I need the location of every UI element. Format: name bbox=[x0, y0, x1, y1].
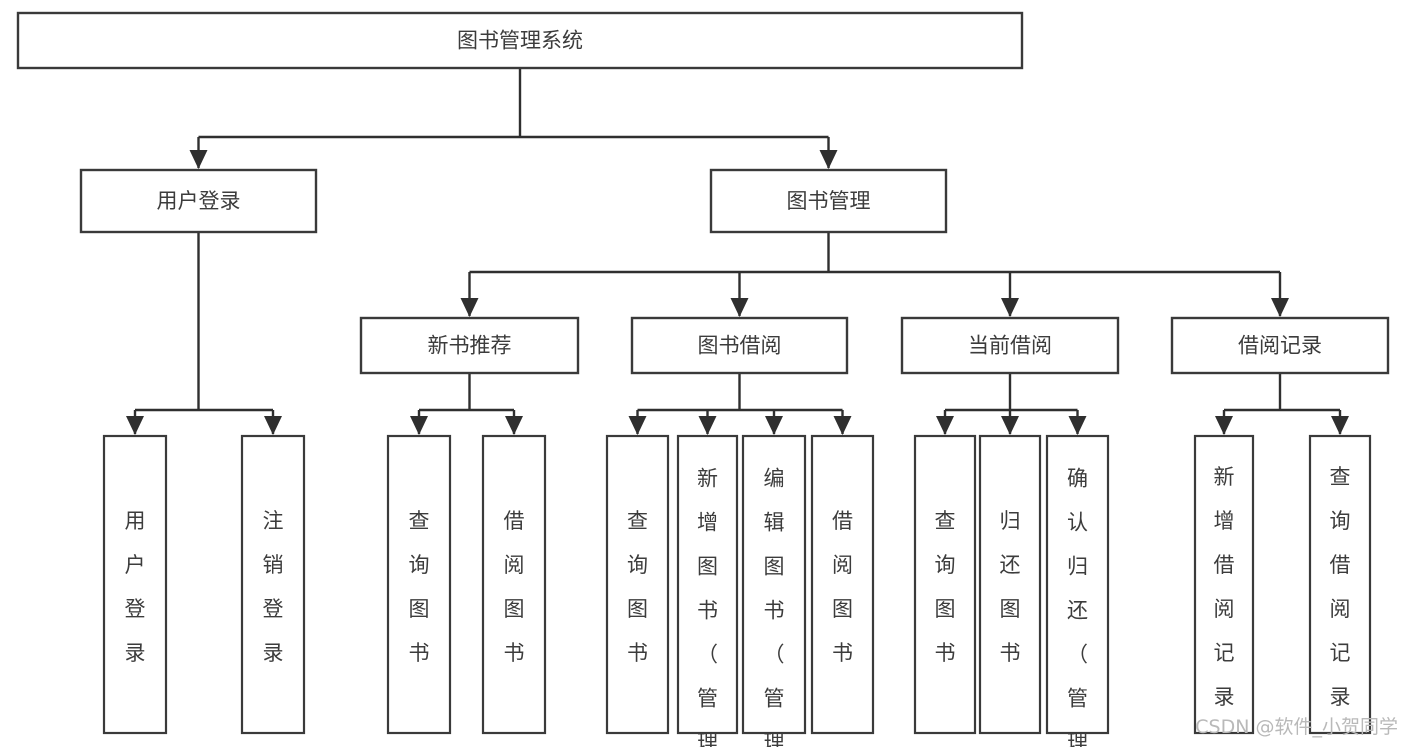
leaf-node-label: 查询借阅记录 bbox=[1330, 465, 1351, 709]
connector-arrow bbox=[460, 298, 479, 317]
connector-arrow bbox=[1001, 298, 1019, 317]
leaf-node-1[interactable]: 用户登录 bbox=[102, 434, 168, 735]
leaf-node-rect bbox=[676, 434, 739, 735]
level3-node-label: 当前借阅 bbox=[968, 334, 1052, 358]
leaf-node-label: 注销登录 bbox=[263, 509, 284, 665]
root-node-rect bbox=[16, 11, 1024, 70]
leaf-node-label: 归还图书 bbox=[1000, 509, 1021, 665]
connector-arrow bbox=[1001, 416, 1019, 435]
leaf-node-6[interactable]: 新增图书（管理员） bbox=[676, 434, 739, 747]
connector-arrow bbox=[1068, 416, 1087, 435]
level2-node-label: 图书管理 bbox=[787, 189, 871, 213]
leaf-node-rect bbox=[481, 434, 547, 735]
leaf-node-rect bbox=[741, 434, 807, 735]
connector-arrow bbox=[1331, 416, 1349, 435]
leaf-node-11[interactable]: 确认归还（管理员） bbox=[1045, 434, 1110, 747]
leaf-node-label: 用户登录 bbox=[125, 509, 146, 665]
leaf-node-label: 借阅图书 bbox=[504, 509, 525, 665]
level3-node-rect bbox=[900, 316, 1120, 375]
connector-arrow bbox=[126, 416, 144, 435]
leaf-node-rect bbox=[978, 434, 1042, 735]
level3-node-label: 借阅记录 bbox=[1238, 334, 1322, 358]
connector-arrow bbox=[765, 416, 783, 435]
leaf-node-label: 新增图书（管理员） bbox=[697, 467, 718, 747]
leaf-node-8[interactable]: 借阅图书 bbox=[810, 434, 875, 735]
connectors-layer bbox=[126, 68, 1349, 435]
leaf-node-label: 编辑图书（管理员） bbox=[764, 467, 785, 747]
leaf-node-2[interactable]: 注销登录 bbox=[240, 434, 306, 735]
level2-node-rect bbox=[79, 168, 318, 234]
leaf-node-12[interactable]: 新增借阅记录 bbox=[1193, 434, 1255, 735]
connector-arrow bbox=[1271, 298, 1289, 317]
leaf-node-rect bbox=[605, 434, 670, 735]
connector-arrow bbox=[264, 416, 282, 435]
leaf-node-rect bbox=[1193, 434, 1255, 735]
leaf-node-label: 查询图书 bbox=[935, 509, 956, 665]
connector-arrow bbox=[730, 298, 749, 317]
connector-arrow bbox=[410, 416, 428, 435]
connector-arrow bbox=[628, 416, 647, 435]
level3-node-rect bbox=[1170, 316, 1390, 375]
leaf-node-3[interactable]: 查询图书 bbox=[386, 434, 452, 735]
leaf-node-label: 查询图书 bbox=[627, 509, 648, 665]
connector-arrow bbox=[189, 150, 208, 169]
connector-arrow bbox=[819, 150, 838, 169]
level3-node-label: 图书借阅 bbox=[698, 334, 782, 358]
leaf-node-rect bbox=[810, 434, 875, 735]
root-node-1[interactable]: 图书管理系统 bbox=[16, 11, 1024, 70]
leaf-node-10[interactable]: 归还图书 bbox=[978, 434, 1042, 735]
level3-node-rect bbox=[630, 316, 849, 375]
leaf-node-13[interactable]: 查询借阅记录 bbox=[1308, 434, 1372, 735]
leaf-node-5[interactable]: 查询图书 bbox=[605, 434, 670, 735]
connector-arrow bbox=[698, 416, 717, 435]
level3-node-rect bbox=[359, 316, 580, 375]
leaf-node-label: 确认归还（管理员） bbox=[1067, 467, 1088, 747]
level3-node-4[interactable]: 借阅记录 bbox=[1170, 316, 1390, 375]
leaf-node-9[interactable]: 查询图书 bbox=[913, 434, 977, 735]
level2-node-1[interactable]: 用户登录 bbox=[79, 168, 318, 234]
level2-node-2[interactable]: 图书管理 bbox=[709, 168, 948, 234]
connector-arrow bbox=[1215, 416, 1233, 435]
leaf-node-label: 新增借阅记录 bbox=[1214, 465, 1235, 709]
connector-arrow bbox=[936, 416, 954, 435]
leaf-node-rect bbox=[240, 434, 306, 735]
connector-arrow bbox=[833, 416, 852, 435]
leaf-node-rect bbox=[102, 434, 168, 735]
level3-node-3[interactable]: 当前借阅 bbox=[900, 316, 1120, 375]
connector-arrow bbox=[505, 416, 523, 435]
leaf-node-rect bbox=[1308, 434, 1372, 735]
level3-node-2[interactable]: 图书借阅 bbox=[630, 316, 849, 375]
leaf-node-4[interactable]: 借阅图书 bbox=[481, 434, 547, 735]
level3-node-label: 新书推荐 bbox=[428, 334, 512, 358]
leaf-node-rect bbox=[386, 434, 452, 735]
level2-node-rect bbox=[709, 168, 948, 234]
level2-node-label: 用户登录 bbox=[157, 189, 241, 213]
leaf-node-7[interactable]: 编辑图书（管理员） bbox=[741, 434, 807, 747]
leaf-node-label: 查询图书 bbox=[409, 509, 430, 665]
leaf-node-rect bbox=[913, 434, 977, 735]
leaf-node-rect bbox=[1045, 434, 1110, 735]
boxes-layer: 图书管理系统用户登录图书管理新书推荐图书借阅当前借阅借阅记录用户登录注销登录查询… bbox=[16, 11, 1390, 747]
level3-node-1[interactable]: 新书推荐 bbox=[359, 316, 580, 375]
root-node-label: 图书管理系统 bbox=[457, 29, 583, 53]
csdn-watermark: CSDN @软件_小贺同学 bbox=[1195, 716, 1398, 738]
leaf-node-label: 借阅图书 bbox=[832, 509, 853, 665]
